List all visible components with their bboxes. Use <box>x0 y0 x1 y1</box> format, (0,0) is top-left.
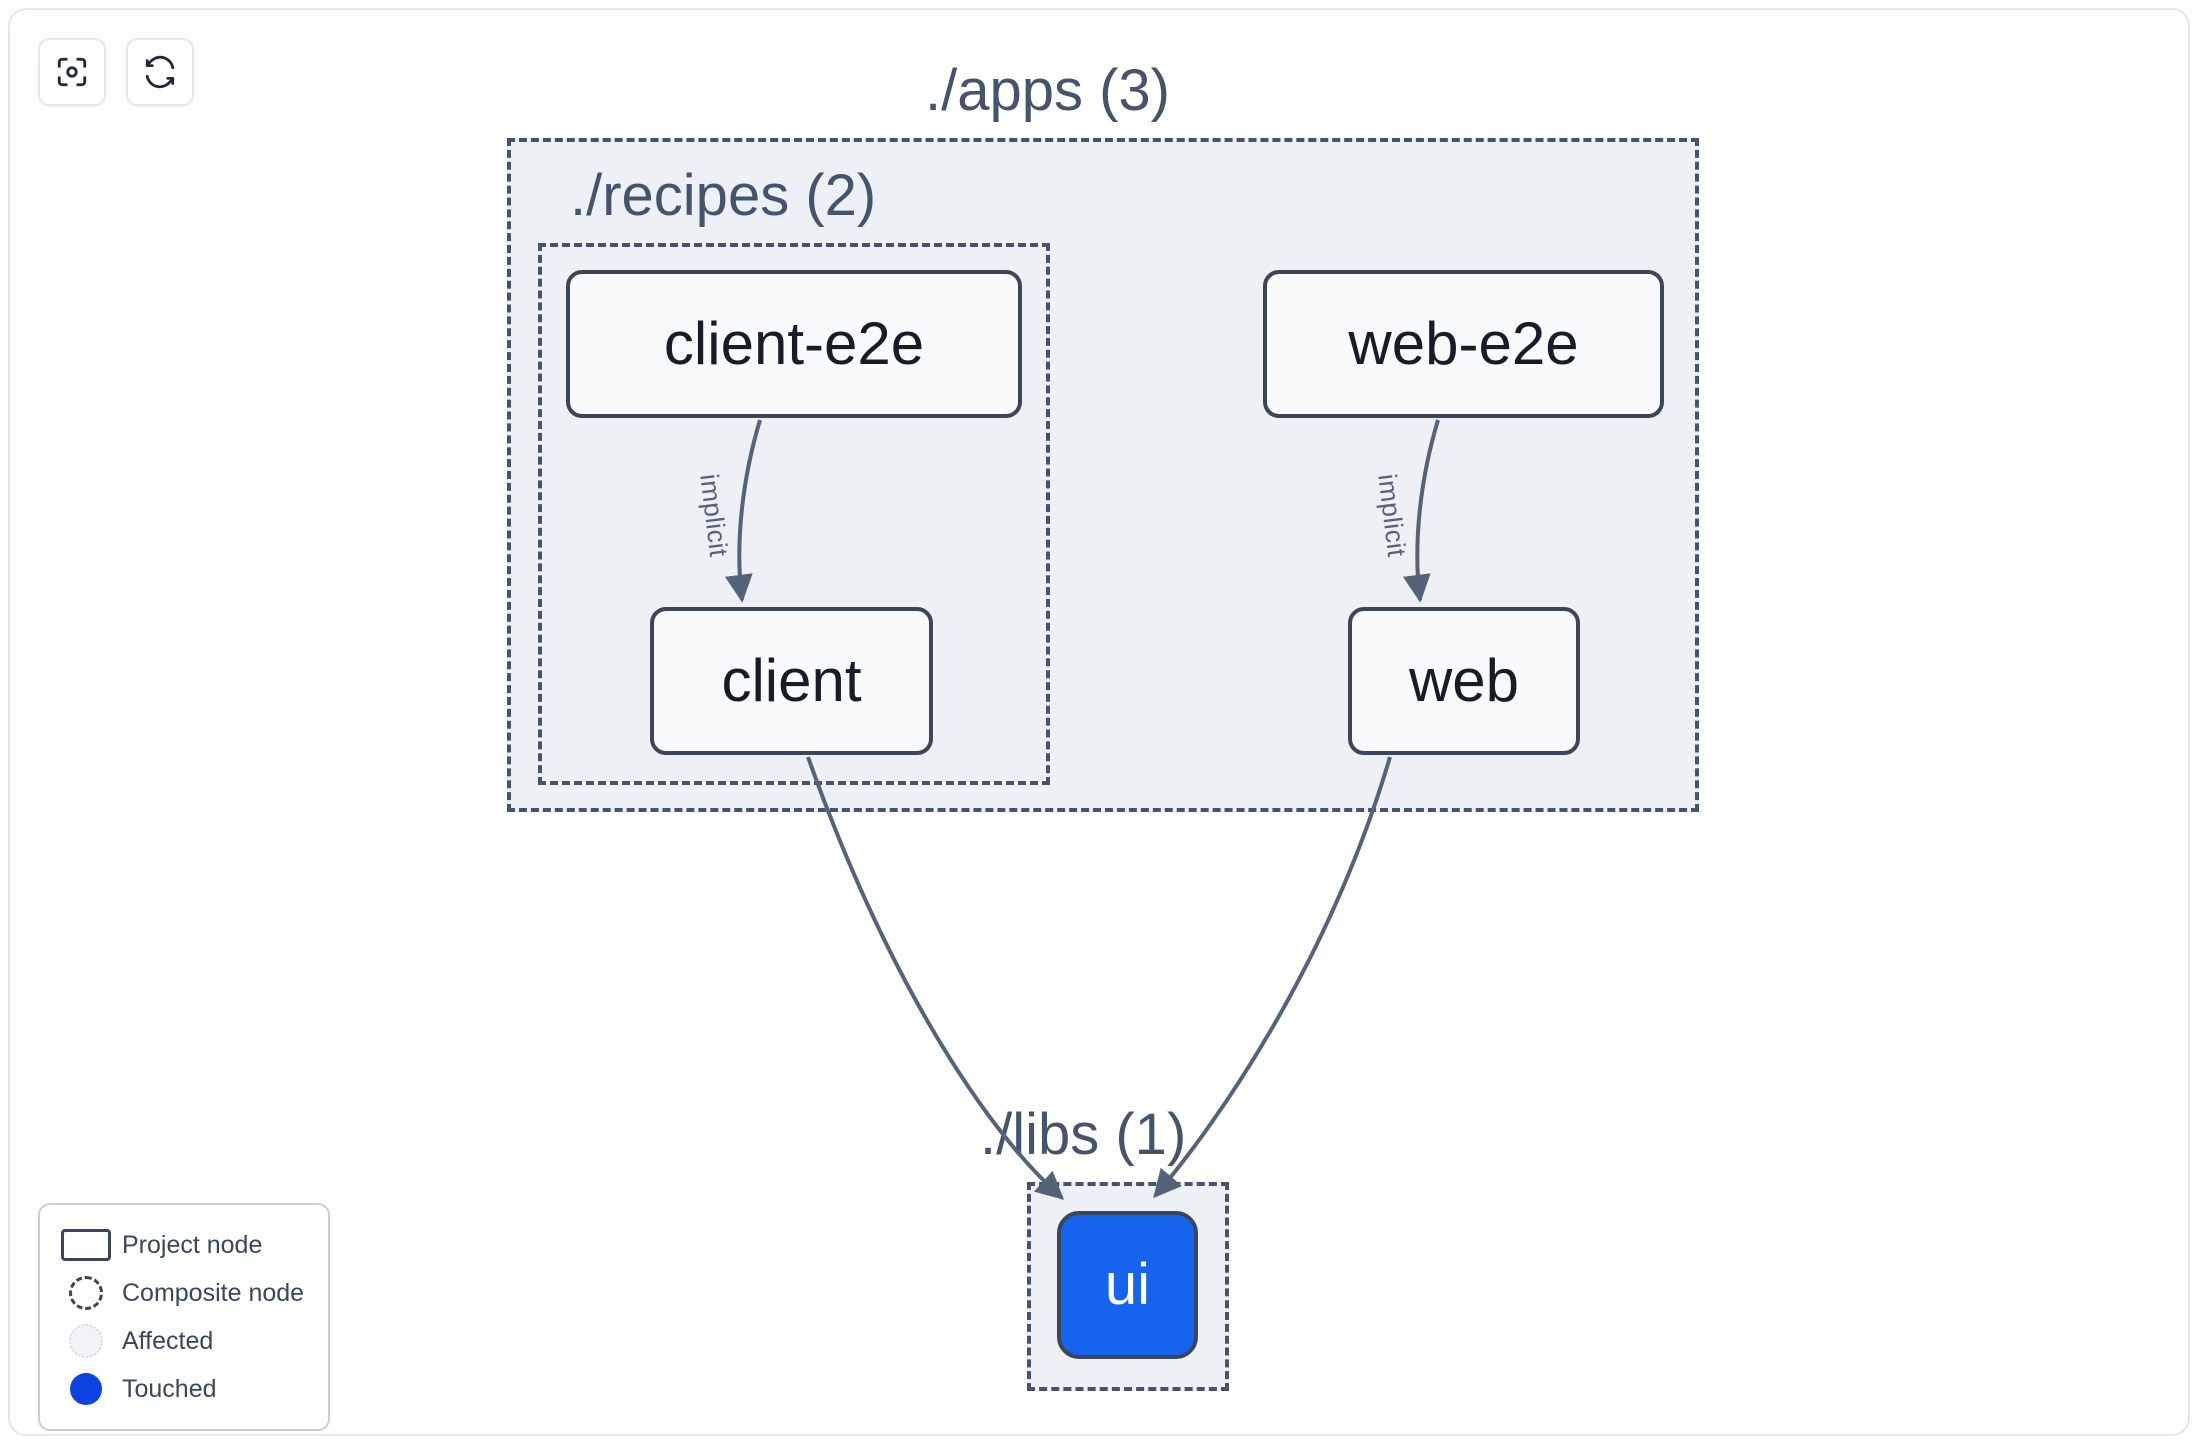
legend-label-project-node: Project node <box>122 1230 263 1259</box>
legend-item-affected: Affected <box>58 1317 310 1365</box>
focus-target-icon <box>55 55 89 89</box>
legend-label-affected: Affected <box>122 1326 214 1355</box>
legend-item-touched: Touched <box>58 1365 310 1413</box>
group-label-recipes: ./recipes (2) <box>570 163 877 228</box>
group-label-libs: ./libs (1) <box>980 1102 1187 1167</box>
composite-node-swatch-icon <box>58 1276 114 1310</box>
graph-legend: Project node Composite node Affected Tou… <box>38 1203 330 1431</box>
touched-swatch-icon <box>58 1373 114 1405</box>
legend-item-project-node: Project node <box>58 1221 310 1269</box>
refresh-graph-button[interactable] <box>126 38 194 106</box>
project-node-web-e2e[interactable]: web-e2e <box>1263 270 1664 418</box>
project-node-client-e2e[interactable]: client-e2e <box>566 270 1022 418</box>
legend-label-composite-node: Composite node <box>122 1278 305 1307</box>
project-node-swatch-icon <box>58 1229 114 1261</box>
project-node-web[interactable]: web <box>1348 607 1580 755</box>
refresh-icon <box>143 55 177 89</box>
legend-item-composite-node: Composite node <box>58 1269 310 1317</box>
group-label-apps: ./apps (3) <box>925 58 1170 123</box>
legend-label-touched: Touched <box>122 1374 217 1403</box>
graph-toolbar <box>38 38 194 106</box>
focus-graph-button[interactable] <box>38 38 106 106</box>
project-node-client[interactable]: client <box>650 607 933 755</box>
project-node-ui[interactable]: ui <box>1057 1211 1198 1359</box>
affected-swatch-icon <box>58 1324 114 1358</box>
